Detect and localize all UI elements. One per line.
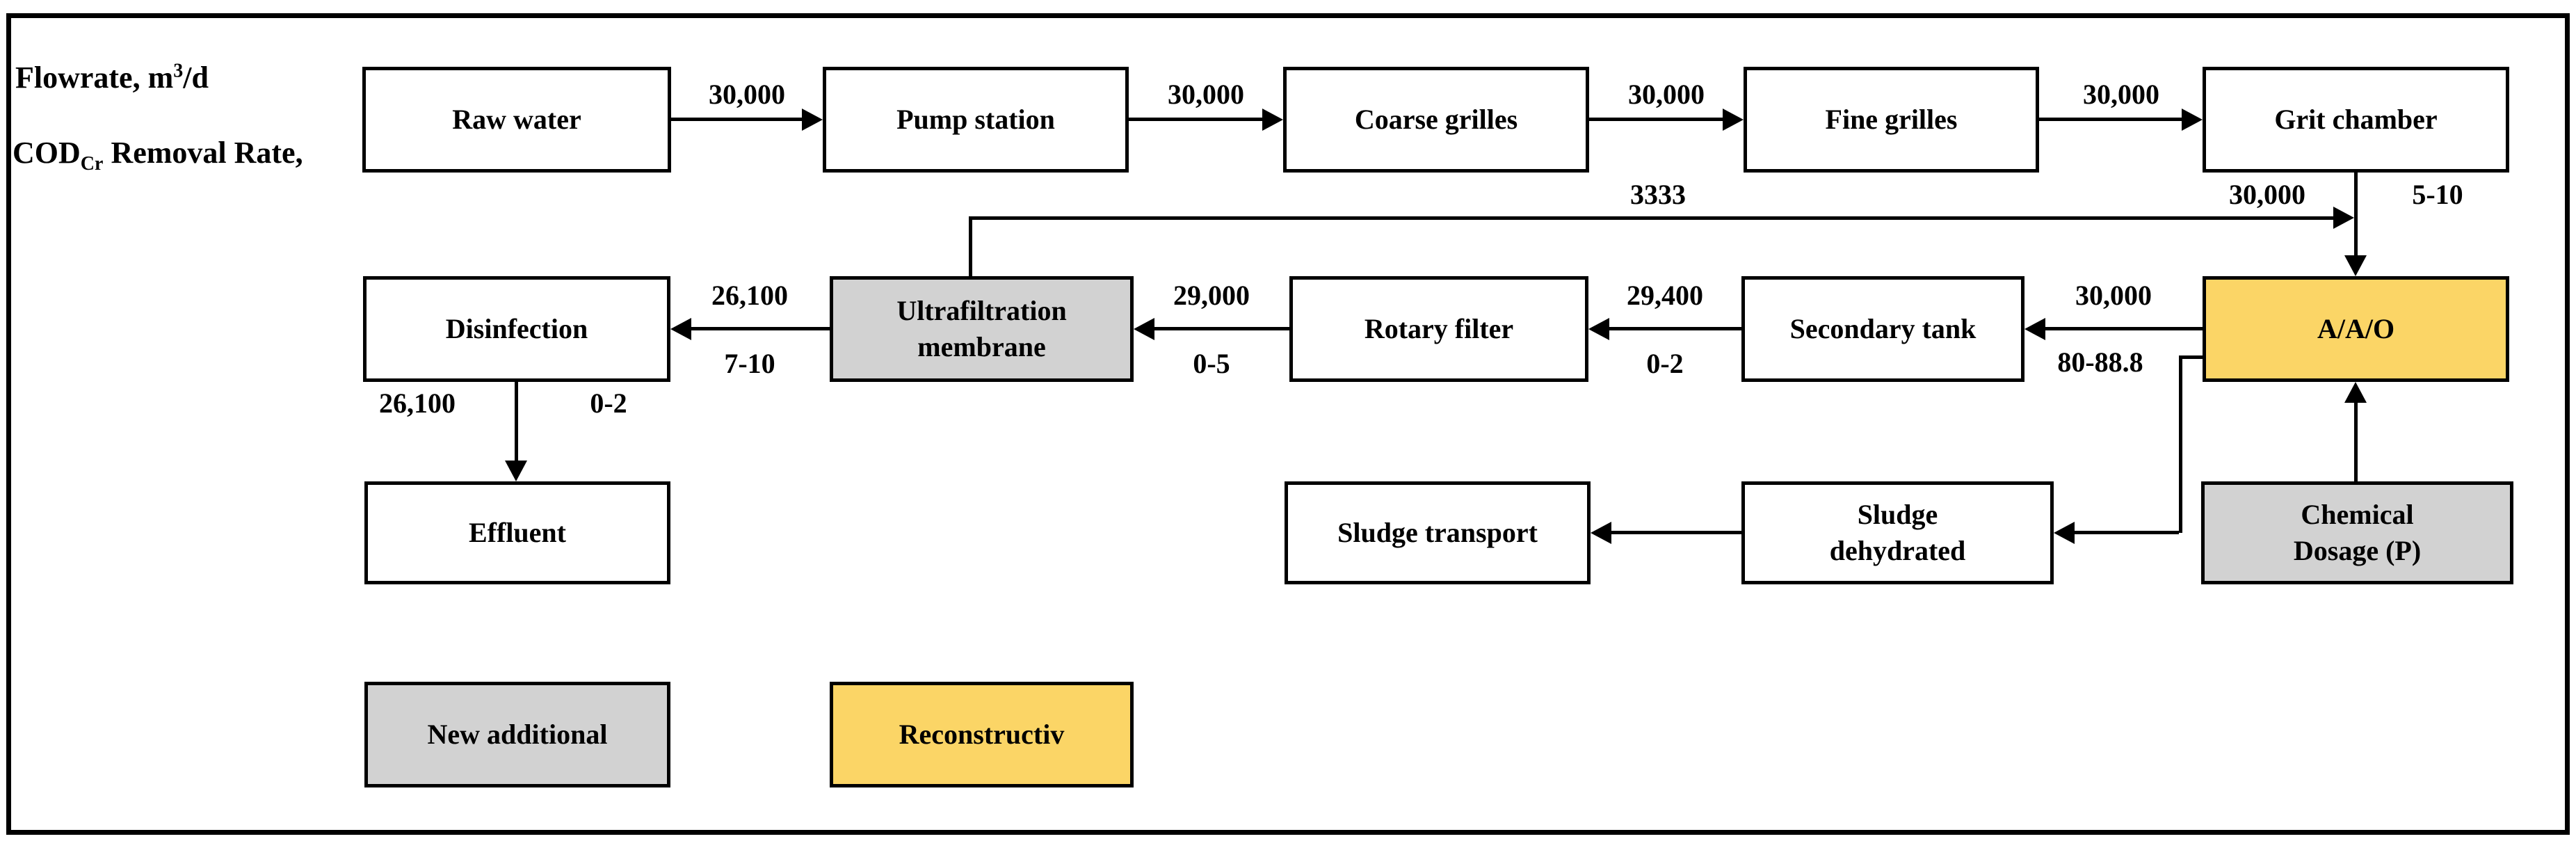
node-coarse-grilles-label: Coarse grilles <box>1354 104 1518 135</box>
node-pump-station: Pump station <box>823 67 1129 173</box>
node-ultrafiltration-membrane: Ultrafiltration membrane <box>830 276 1134 382</box>
node-effluent: Effluent <box>364 481 670 584</box>
arrow-secondary-to-rotary-line <box>1609 327 1741 330</box>
arrow-chemical-to-aao-head-icon <box>2344 382 2367 403</box>
node-rotary-filter-label: Rotary filter <box>1364 313 1514 344</box>
flow-label-fine-to-grit: 30,000 <box>2083 79 2159 110</box>
node-grit-chamber: Grit chamber <box>2203 67 2509 173</box>
arrow-raw-to-pump-head-icon <box>802 109 823 131</box>
arrow-chemical-to-aao-line <box>2354 403 2358 481</box>
node-coarse-grilles: Coarse grilles <box>1283 67 1589 173</box>
node-aao: A/A/O <box>2203 276 2509 382</box>
flow-label-secondary-to-rotary-removal: 0-2 <box>1646 348 1684 379</box>
flow-label-pump-to-coarse: 30,000 <box>1168 79 1244 110</box>
arrow-disinfection-to-effluent-line <box>515 382 518 461</box>
flow-label-rotary-to-membrane-rate: 29,000 <box>1173 280 1250 311</box>
node-ultrafiltration-line1: Ultrafiltration <box>896 295 1067 326</box>
arrow-aao-to-secondary-line <box>2045 327 2203 330</box>
node-chemical-dosage-line2: Dosage (P) <box>2293 535 2422 566</box>
flow-label-secondary-to-rotary-rate: 29,400 <box>1627 280 1703 311</box>
node-grit-chamber-label: Grit chamber <box>2274 104 2438 135</box>
arrow-disinfection-to-effluent-head-icon <box>505 461 527 481</box>
node-aao-label: A/A/O <box>2317 313 2395 344</box>
node-effluent-label: Effluent <box>469 517 566 548</box>
arrow-dehydrated-to-transport-line <box>1611 531 1741 534</box>
node-sludge-dehydrated-line2: dehydrated <box>1829 535 1966 566</box>
arrow-membrane-to-disinfection-head-icon <box>670 318 691 340</box>
node-ultrafiltration-line2: membrane <box>917 331 1046 362</box>
flow-label-grit-to-aao-removal: 5-10 <box>2412 179 2463 210</box>
arrow-secondary-to-rotary-head-icon <box>1588 318 1609 340</box>
arrow-fine-to-grit-line <box>2039 118 2182 121</box>
node-secondary-tank-label: Secondary tank <box>1789 313 1977 344</box>
arrow-rotary-to-membrane-line <box>1154 327 1289 330</box>
node-fine-grilles: Fine grilles <box>1744 67 2039 173</box>
legend-reconstructive-label: Reconstructiv <box>899 719 1065 750</box>
flow-label-membrane-to-disinfection-rate: 26,100 <box>711 280 788 311</box>
flow-label-coarse-to-fine: 30,000 <box>1628 79 1705 110</box>
flow-label-membrane-return: 3333 <box>1630 179 1686 210</box>
arrow-pump-to-coarse-line <box>1129 118 1262 121</box>
flow-label-aao-to-secondary-removal: 80-88.8 <box>2057 346 2143 378</box>
node-sludge-transport: Sludge transport <box>1285 481 1591 584</box>
flow-label-grit-to-aao-rate: 30,000 <box>2229 179 2305 210</box>
arrow-aao-to-dehydrated-head-icon <box>2054 522 2075 544</box>
arrow-fine-to-grit-head-icon <box>2182 109 2203 131</box>
arrow-coarse-to-fine-line <box>1589 118 1723 121</box>
legend-reconstructive: Reconstructiv <box>830 682 1134 787</box>
node-raw-water-label: Raw water <box>452 104 581 135</box>
arrow-dehydrated-to-transport-head-icon <box>1591 522 1611 544</box>
node-chemical-dosage-line1: Chemical <box>2301 499 2414 530</box>
node-rotary-filter: Rotary filter <box>1289 276 1588 382</box>
node-disinfection-label: Disinfection <box>445 313 588 344</box>
cod-removal-label: CODCr Removal Rate, <box>13 136 303 175</box>
arrow-rotary-to-membrane-head-icon <box>1134 318 1154 340</box>
flow-label-disinfection-to-effluent-removal: 0-2 <box>590 387 627 419</box>
arrow-aao-sludge-stub-line <box>2179 355 2203 359</box>
arrow-membrane-return-riser-line <box>969 218 972 276</box>
node-fine-grilles-label: Fine grilles <box>1825 104 1958 135</box>
legend-new-additional: New additional <box>364 682 670 787</box>
arrow-aao-to-secondary-head-icon <box>2024 318 2045 340</box>
node-sludge-dehydrated: Sludge dehydrated <box>1741 481 2054 584</box>
arrow-aao-sludge-drop-line <box>2179 355 2182 533</box>
flow-label-aao-to-secondary-rate: 30,000 <box>2075 280 2152 311</box>
node-secondary-tank: Secondary tank <box>1741 276 2024 382</box>
arrow-membrane-return-line <box>969 216 2333 220</box>
diagram-border <box>6 13 2570 835</box>
node-disinfection: Disinfection <box>363 276 670 382</box>
arrow-grit-to-aao-line <box>2354 173 2358 257</box>
arrow-membrane-return-head-icon <box>2333 207 2354 229</box>
node-raw-water: Raw water <box>362 67 671 173</box>
legend-new-additional-label: New additional <box>427 719 608 750</box>
flow-label-rotary-to-membrane-removal: 0-5 <box>1193 348 1230 379</box>
flow-label-disinfection-to-effluent-rate: 26,100 <box>379 387 456 419</box>
arrow-pump-to-coarse-head-icon <box>1262 109 1283 131</box>
node-sludge-transport-label: Sludge transport <box>1337 517 1538 548</box>
arrow-raw-to-pump-line <box>671 118 802 121</box>
node-sludge-dehydrated-line1: Sludge <box>1857 499 1938 530</box>
arrow-grit-to-aao-head-icon <box>2344 255 2367 276</box>
node-pump-station-label: Pump station <box>896 104 1055 135</box>
arrow-aao-to-dehydrated-line <box>2075 531 2179 534</box>
arrow-coarse-to-fine-head-icon <box>1723 109 1744 131</box>
flowrate-units-label: Flowrate, m3/d <box>15 60 209 95</box>
arrow-membrane-to-disinfection-line <box>691 327 830 330</box>
flow-label-membrane-to-disinfection-removal: 7-10 <box>724 348 775 379</box>
flow-label-raw-to-pump: 30,000 <box>709 79 785 110</box>
